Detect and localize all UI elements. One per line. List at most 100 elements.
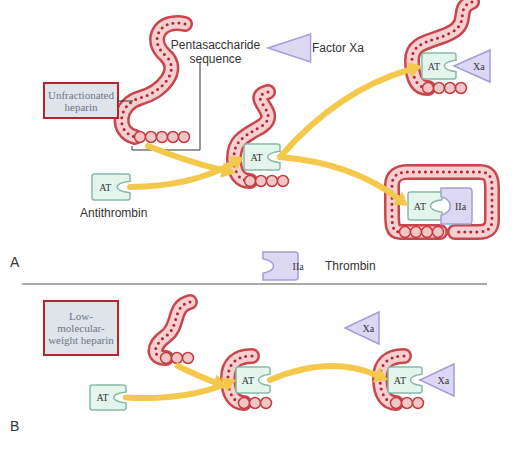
node-label: IIa xyxy=(455,201,466,212)
shape-path xyxy=(422,53,456,79)
node-label: Xa xyxy=(473,61,485,72)
arrow-shaft xyxy=(280,157,398,198)
shape-area xyxy=(268,34,311,62)
pentasaccharide-bracket xyxy=(190,62,200,150)
shape-area: Xa xyxy=(420,364,454,396)
heparin-chain xyxy=(412,2,472,88)
node-label: AT xyxy=(99,182,111,193)
binding-arrow xyxy=(270,366,388,382)
binding-arrow xyxy=(130,156,244,187)
factor-xa-triangle: Xa xyxy=(345,312,379,344)
heparin-chain xyxy=(392,172,492,232)
shape-path xyxy=(236,367,270,393)
shape-area: AT xyxy=(388,367,422,393)
saccharide-unit xyxy=(146,132,157,143)
node-label: Unfractionated heparin xyxy=(48,89,114,113)
node-label: Low-molecular-weight heparin xyxy=(48,310,114,346)
shape-area: IIa xyxy=(441,188,472,224)
antithrombin-shape: AT xyxy=(388,367,422,393)
annotation-label: Antithrombin xyxy=(80,206,170,220)
shape-area: AT xyxy=(408,192,442,220)
antithrombin-shape: AT xyxy=(236,367,270,393)
saccharide-unit xyxy=(250,398,261,409)
factor-xa-triangle: Xa xyxy=(420,364,454,396)
annotation-label: Pentasaccharide sequence xyxy=(158,38,273,66)
saccharide-unit xyxy=(422,227,433,238)
node-label: AT xyxy=(414,201,426,212)
arrow-shaft xyxy=(126,385,224,398)
thrombin-shape: IIa Thrombin xyxy=(263,252,398,280)
saccharide-unit xyxy=(261,398,272,409)
binding-arrow xyxy=(126,377,236,398)
saccharide-unit xyxy=(168,132,179,143)
heparin-chains xyxy=(122,2,492,403)
heparin-type-box: Unfractionated heparin xyxy=(43,82,119,119)
binding-arrow xyxy=(280,62,422,157)
binding-arrow xyxy=(280,157,408,206)
shape-area: Xa xyxy=(345,312,379,344)
binding-arrow xyxy=(178,366,214,382)
heparin-chain xyxy=(156,302,191,358)
saccharide-unit xyxy=(157,132,168,143)
arrow-head xyxy=(393,192,408,206)
binding-arrow xyxy=(148,146,222,170)
arrow-shaft xyxy=(280,70,410,157)
arrow-head xyxy=(373,368,388,383)
shape-outline xyxy=(268,34,311,62)
factor-xa-triangle: Factor Xa xyxy=(268,34,380,62)
heparin-dots xyxy=(122,2,492,403)
heparin-fill xyxy=(122,2,492,403)
node-label: Thrombin xyxy=(325,252,376,280)
saccharide-unit xyxy=(434,83,445,94)
shape-path xyxy=(454,50,490,82)
shape-path xyxy=(90,385,126,410)
leader-line xyxy=(119,101,133,102)
shape-path xyxy=(420,364,454,396)
node-label: AT xyxy=(96,392,108,403)
arrow-head xyxy=(407,62,422,77)
saccharide-unit xyxy=(433,227,444,238)
heparin-chain xyxy=(412,2,472,88)
shape-path xyxy=(408,192,442,220)
arrow-shaft xyxy=(270,366,376,380)
saccharide-unit xyxy=(456,83,467,94)
shape-area: AT xyxy=(90,385,126,410)
saccharide-unit xyxy=(179,132,190,143)
saccharide-unit xyxy=(161,353,172,364)
shape-area: Xa xyxy=(454,50,490,82)
saccharide-unit xyxy=(278,176,289,187)
saccharide-unit xyxy=(391,398,402,409)
saccharide-unit xyxy=(400,227,411,238)
shape-path xyxy=(441,188,472,224)
arrow-head xyxy=(221,377,236,392)
heparin-chain xyxy=(412,2,472,88)
panel-divider xyxy=(22,283,487,284)
saccharide-unit xyxy=(423,83,434,94)
saccharide-unit xyxy=(256,176,267,187)
node-label: IIa xyxy=(293,261,304,272)
shape-path xyxy=(345,312,379,344)
shape-area: IIa xyxy=(263,252,298,280)
arrow-head xyxy=(211,375,227,390)
saccharide-unit xyxy=(239,398,250,409)
panel-letter: B xyxy=(10,418,30,434)
factor-xa-triangle: Xa xyxy=(454,50,490,82)
shape-area: AT xyxy=(422,53,456,79)
heparin-type-box: Low-molecular-weight heparin xyxy=(43,300,119,356)
saccharide-unit xyxy=(445,83,456,94)
arrow-head xyxy=(229,156,244,170)
shape-area: AT xyxy=(92,174,130,200)
shape-path xyxy=(268,34,311,62)
antithrombin-shape: AT xyxy=(244,144,280,170)
node-label: AT xyxy=(394,375,406,386)
antithrombin-shape: AT xyxy=(408,192,442,220)
saccharide-unit xyxy=(245,176,256,187)
heparin-chain xyxy=(156,302,191,358)
heparin-outline xyxy=(122,2,492,403)
heparin-chain xyxy=(392,172,492,232)
shape-area: AT xyxy=(244,144,280,170)
node-label: AT xyxy=(242,375,254,386)
bracket-tick xyxy=(132,146,133,150)
node-label: AT xyxy=(250,152,262,163)
